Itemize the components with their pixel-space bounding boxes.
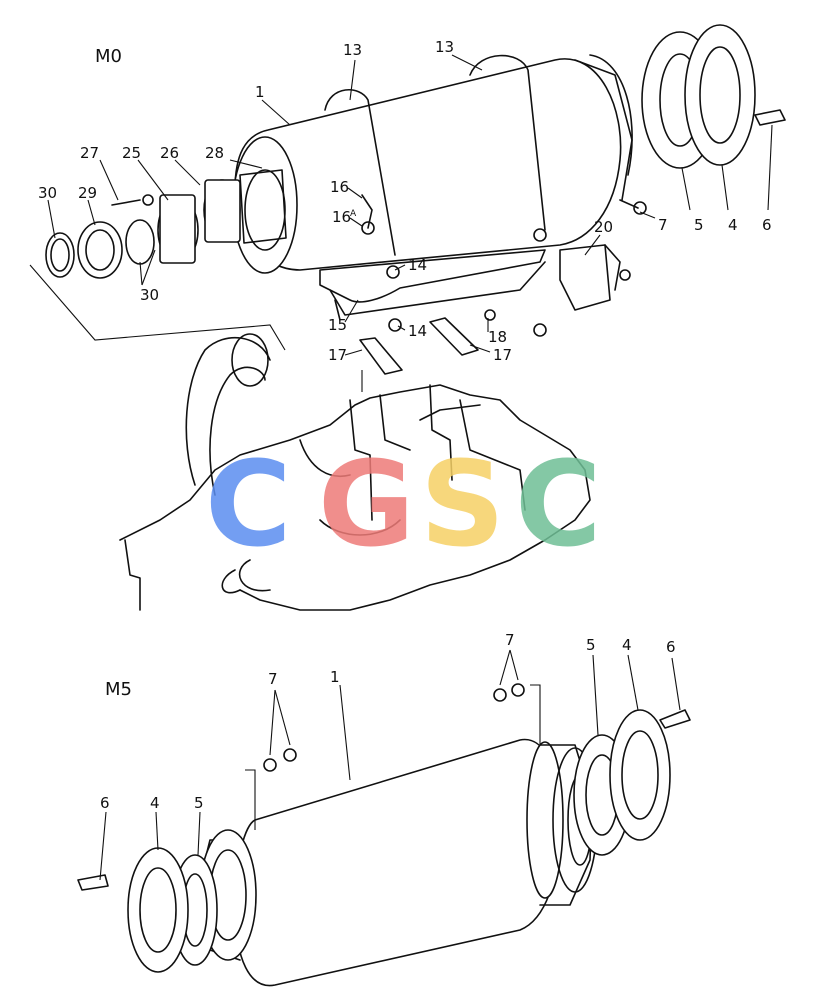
- bolt-icon: [754, 109, 786, 126]
- part-number: 4: [728, 216, 738, 234]
- nut-icon: [283, 748, 297, 762]
- part-number: 1: [255, 83, 265, 101]
- part-number: 13: [343, 41, 362, 59]
- part-number: 7: [658, 216, 668, 234]
- flange: [127, 847, 189, 973]
- nut-icon: [361, 221, 631, 337]
- part-number: 17: [493, 346, 512, 364]
- bottom-assembly: M5: [77, 631, 691, 987]
- part-number: 15: [328, 316, 347, 334]
- bolt-icon: [77, 874, 109, 891]
- part-number: 4: [150, 794, 160, 812]
- bracket-plate: [319, 249, 546, 321]
- part-number: 6: [762, 216, 772, 234]
- part-number: 30: [140, 286, 159, 304]
- strap: [359, 337, 403, 375]
- nut-icon: [493, 688, 507, 702]
- part-number: 30: [38, 184, 57, 202]
- bolt-icon: [361, 194, 373, 229]
- svg-text:C: C: [205, 435, 292, 573]
- watermark-logo: C G S C: [205, 435, 602, 573]
- part-number-suffix: A: [350, 209, 357, 219]
- section-label-m5: M5: [105, 679, 132, 700]
- flange-set-left: [45, 179, 241, 279]
- svg-text:C: C: [515, 435, 602, 573]
- nut-icon: [511, 683, 525, 697]
- strap: [429, 317, 479, 356]
- leader-line: [29, 264, 286, 351]
- part-number: 14: [408, 256, 427, 274]
- part-number: 29: [78, 184, 97, 202]
- part-number: 6: [666, 638, 676, 656]
- part-number: 5: [694, 216, 704, 234]
- part-number: 5: [586, 636, 596, 654]
- bracket-side: [559, 244, 611, 311]
- part-number: 5: [194, 794, 204, 812]
- part-number: 7: [505, 631, 515, 649]
- bolt-icon: [111, 199, 141, 206]
- part-number: 20: [594, 218, 613, 236]
- top-assembly: M0 1 13 13 28 27 25 26 30 29 30 16 16 A …: [29, 24, 786, 611]
- silencer-cylinder: [232, 54, 633, 274]
- svg-text:G: G: [318, 435, 415, 573]
- section-label-m0: M0: [95, 46, 122, 67]
- part-number: 1: [330, 668, 340, 686]
- part-number: 14: [408, 322, 427, 340]
- part-number: 25: [122, 144, 141, 162]
- part-number: 16: [332, 208, 351, 226]
- part-number: 16: [330, 178, 349, 196]
- part-number: 4: [622, 636, 632, 654]
- flange: [609, 709, 671, 841]
- part-number: 18: [488, 328, 507, 346]
- part-number: 26: [160, 144, 179, 162]
- nut-icon: [263, 758, 277, 772]
- u-bolt: [324, 54, 546, 256]
- svg-text:S: S: [420, 435, 505, 573]
- part-number: 7: [268, 670, 278, 688]
- part-number: 17: [328, 346, 347, 364]
- part-number: 6: [100, 794, 110, 812]
- part-number: 13: [435, 38, 454, 56]
- silencer-cylinder: [194, 738, 598, 987]
- leader-lines: [99, 649, 681, 881]
- engine-outline: [119, 333, 591, 611]
- part-number: 28: [205, 144, 224, 162]
- bolt-icon: [659, 709, 691, 729]
- part-numbers-top: 1 13 13 28 27 25 26 30 29 30 16 16 A 14 …: [38, 38, 772, 364]
- leader-lines: [47, 54, 773, 356]
- flange: [684, 24, 756, 166]
- part-numbers-bottom: 7 7 1 5 4 6 6 4 5: [100, 631, 676, 812]
- nut-icon: [633, 201, 647, 215]
- part-number: 27: [80, 144, 99, 162]
